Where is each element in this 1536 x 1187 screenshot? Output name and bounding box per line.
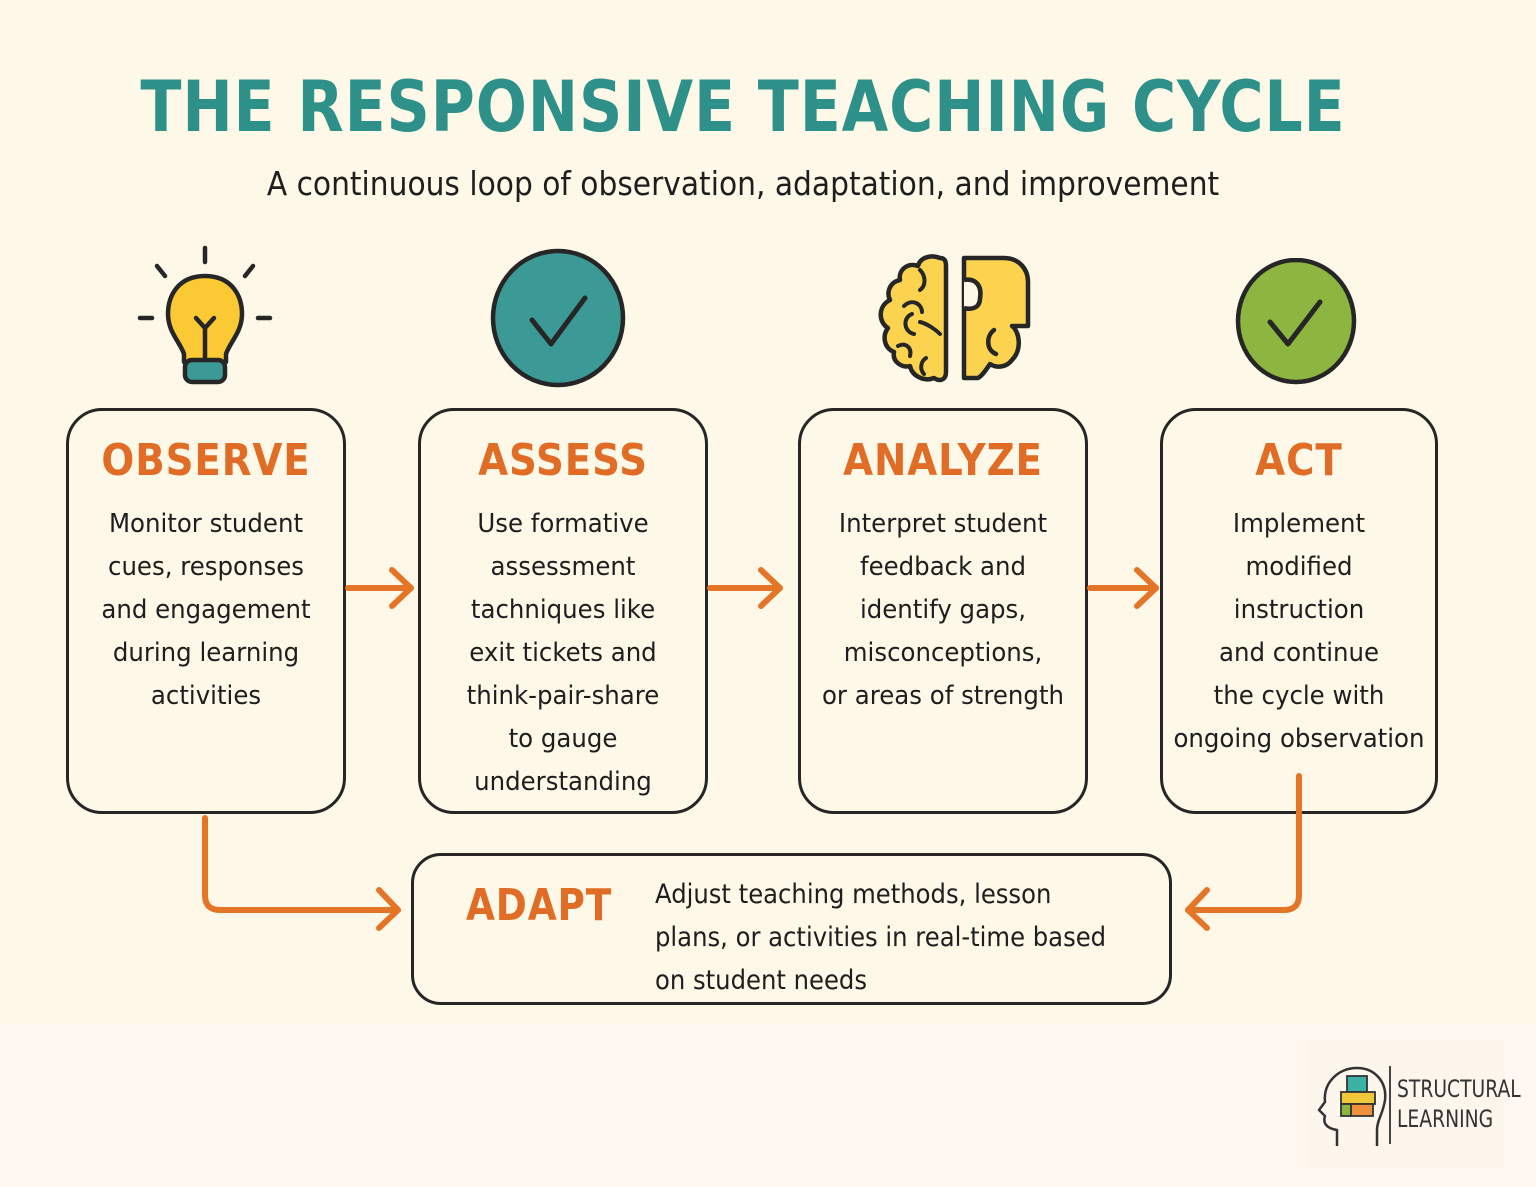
step-title: ACT — [1255, 435, 1343, 486]
step-description: Monitor student cues, responses and enga… — [101, 509, 311, 711]
step-card-assess: ASSESS Use formative assessment tachniqu… — [418, 408, 708, 814]
adapt-title: ADAPT — [466, 880, 613, 931]
step-title: ASSESS — [478, 435, 648, 486]
green-checkmark-circle-icon — [1235, 258, 1357, 385]
logo-divider — [1389, 1066, 1391, 1144]
logo-text: STRUCTURAL LEARNING — [1397, 1075, 1521, 1133]
page-title: THE RESPONSIVE TEACHING CYCLE — [140, 66, 1346, 148]
adapt-description: Adjust teaching methods, lesson plans, o… — [655, 879, 1107, 996]
brain-puzzle-icon — [878, 254, 1031, 383]
adapt-card: ADAPT Adjust teaching methods, lesson pl… — [411, 853, 1172, 1005]
step-card-observe: OBSERVE Monitor student cues, responses … — [66, 408, 346, 814]
page-subtitle: A continuous loop of observation, adapta… — [266, 164, 1220, 203]
teal-checkmark-circle-icon — [490, 248, 626, 388]
step-card-analyze: ANALYZE Interpret student feedback and i… — [798, 408, 1088, 814]
step-description: Implement modified instruction and conti… — [1173, 509, 1425, 754]
structural-learning-logo: STRUCTURAL LEARNING — [1307, 1040, 1521, 1168]
step-title: ANALYZE — [843, 435, 1043, 486]
step-card-act: ACT Implement modified instruction and c… — [1160, 408, 1438, 814]
lightbulb-icon — [137, 245, 273, 385]
head-blocks-icon — [1317, 1066, 1387, 1146]
step-description: Use formative assessment tachniques like… — [466, 509, 660, 797]
step-description: Interpret student feedback and identify … — [821, 509, 1065, 711]
step-title: OBSERVE — [101, 435, 311, 486]
